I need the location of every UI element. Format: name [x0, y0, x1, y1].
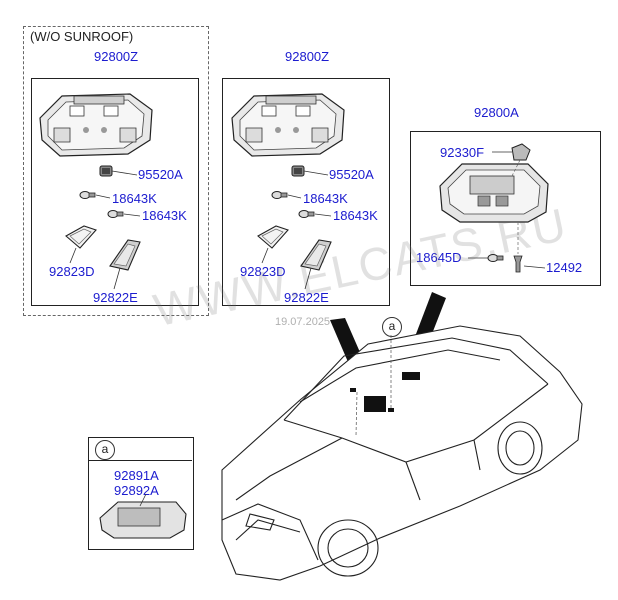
panel-left-box	[31, 78, 199, 306]
panel-left-dashed-frame	[23, 26, 209, 316]
panel-left-lens-right-label: 92822E	[93, 290, 138, 305]
panel-left-lamp-label: 95520A	[138, 167, 183, 182]
panel-left-lens-left-label: 92823D	[49, 264, 95, 279]
panel-right-clip-label: 92330F	[440, 145, 485, 160]
panel-mid-lens-right-label: 92822E	[284, 290, 329, 305]
panel-mid-bulb2-label: 18643K	[333, 208, 378, 223]
panel-a-part1-label: 92891A	[114, 468, 159, 483]
panel-left-header: (W/O SUNROOF)	[30, 29, 134, 44]
panel-a-callout: a	[95, 440, 115, 460]
panel-right-box	[410, 131, 601, 286]
panel-right-screw-label: 12492	[546, 260, 583, 275]
panel-mid-lamp-label: 95520A	[329, 167, 374, 182]
panel-left-main-label: 92800Z	[94, 49, 139, 64]
panel-a-part2-label: 92892A	[114, 483, 159, 498]
panel-mid-lens-left-label: 92823D	[240, 264, 286, 279]
panel-left-bulb1-label: 18643K	[112, 191, 157, 206]
panel-a-box	[88, 437, 194, 550]
panel-left-bulb2-label: 18643K	[142, 208, 187, 223]
panel-right-main-label: 92800A	[474, 105, 519, 120]
panel-right-bulb-label: 18645D	[416, 250, 462, 265]
panel-mid-box	[222, 78, 390, 306]
date-stamp: 19.07.2025	[275, 316, 331, 328]
panel-a-divider	[88, 460, 192, 461]
panel-mid-bulb1-label: 18643K	[303, 191, 348, 206]
panel-mid-main-label: 92800Z	[285, 49, 330, 64]
car-callout-top: a	[382, 317, 402, 337]
